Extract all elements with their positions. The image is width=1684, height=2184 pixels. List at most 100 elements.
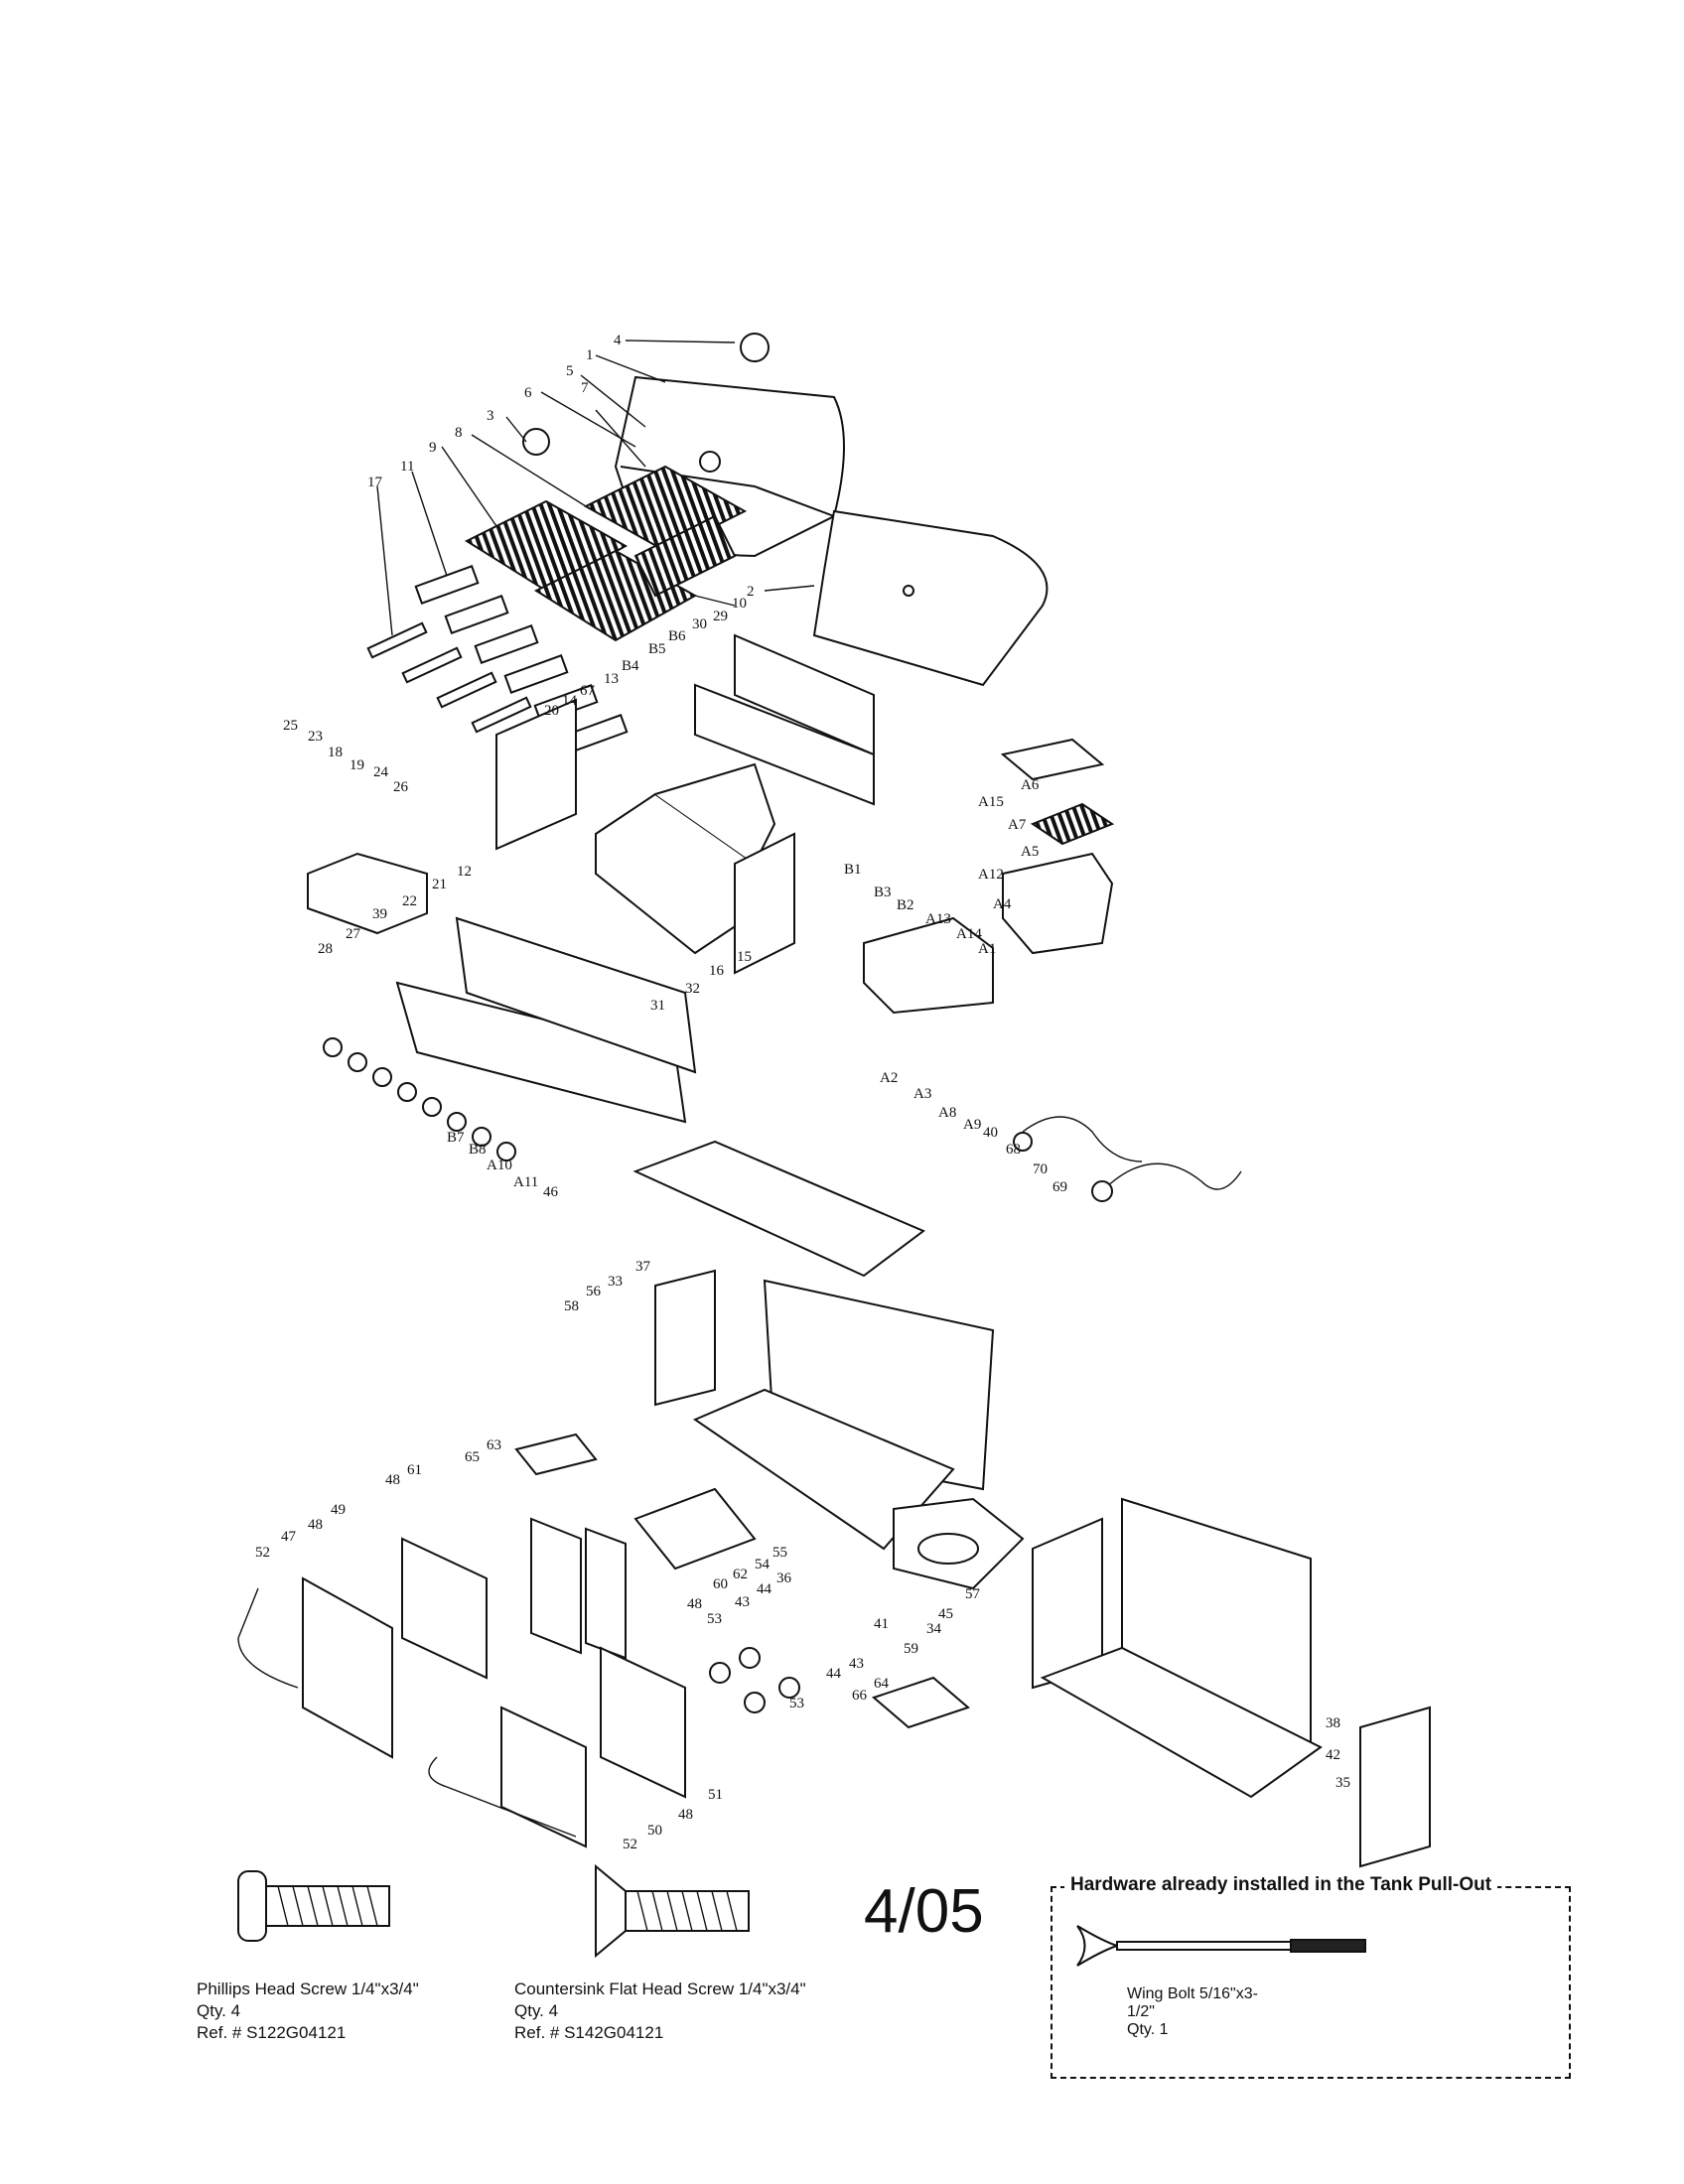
countersink-screw-name: Countersink Flat Head Screw 1/4"x3/4" bbox=[514, 1979, 806, 1998]
callout-A15: A15 bbox=[978, 794, 1004, 810]
countersink-screw-caption: Countersink Flat Head Screw 1/4"x3/4" Qt… bbox=[514, 1979, 806, 2044]
side-burner-box bbox=[863, 852, 1114, 1015]
callout-22: 22 bbox=[402, 893, 417, 909]
wing-bolt-drawing bbox=[1076, 1925, 1366, 1967]
thermometer bbox=[522, 428, 550, 456]
callout-B3: B3 bbox=[874, 885, 892, 900]
callout-3: 3 bbox=[487, 408, 494, 424]
callout-48a: 48 bbox=[385, 1472, 400, 1488]
callout-49: 49 bbox=[331, 1502, 346, 1518]
cart-left-side bbox=[654, 1269, 716, 1407]
callout-52b: 52 bbox=[623, 1837, 637, 1852]
leader-lines bbox=[376, 340, 815, 636]
back-panel bbox=[694, 633, 875, 806]
cart-right-cabinet bbox=[1032, 1497, 1431, 1868]
phillips-screw-ref: Ref. # S122G04121 bbox=[197, 2023, 347, 2042]
casters bbox=[709, 1647, 800, 1713]
callout-65: 65 bbox=[465, 1449, 480, 1465]
callout-62: 62 bbox=[733, 1567, 748, 1582]
callout-64: 64 bbox=[874, 1676, 890, 1692]
phillips-screw-name: Phillips Head Screw 1/4"x3/4" bbox=[197, 1979, 419, 1998]
wing-bolt-caption: Wing Bolt 5/16"x3- 1/2" Qty. 1 bbox=[1127, 1985, 1258, 2039]
callout-B2: B2 bbox=[897, 897, 914, 913]
callout-52a: 52 bbox=[255, 1545, 270, 1561]
cart-doors bbox=[302, 1433, 757, 1848]
cart-bottom-shelf bbox=[692, 1388, 955, 1551]
callout-56: 56 bbox=[586, 1284, 602, 1299]
callout-36: 36 bbox=[776, 1570, 792, 1586]
callout-1: 1 bbox=[586, 347, 594, 363]
callout-25: 25 bbox=[283, 718, 298, 734]
callout-15: 15 bbox=[737, 949, 752, 965]
warming-cover bbox=[307, 852, 428, 935]
callout-48d: 48 bbox=[678, 1807, 693, 1823]
callout-A8: A8 bbox=[938, 1105, 956, 1121]
callout-51: 51 bbox=[708, 1787, 723, 1803]
callout-45: 45 bbox=[938, 1606, 953, 1622]
callout-40: 40 bbox=[983, 1125, 998, 1141]
countersink-screw-ref: Ref. # S142G04121 bbox=[514, 2023, 664, 2042]
hardware-box-title: Hardware already installed in the Tank P… bbox=[1064, 1874, 1498, 1896]
callout-5: 5 bbox=[566, 363, 574, 379]
callout-20: 20 bbox=[544, 703, 559, 719]
callout-18: 18 bbox=[328, 745, 343, 760]
callout-B8: B8 bbox=[469, 1142, 487, 1158]
callout-38: 38 bbox=[1326, 1715, 1340, 1731]
callout-44a: 44 bbox=[757, 1581, 772, 1597]
callout-61: 61 bbox=[407, 1462, 422, 1478]
callout-33: 33 bbox=[608, 1274, 623, 1290]
callout-B6: B6 bbox=[668, 628, 686, 644]
callout-50: 50 bbox=[647, 1823, 662, 1839]
tank-pull-out-hardware-box: Hardware already installed in the Tank P… bbox=[1051, 1874, 1571, 2079]
callout-28: 28 bbox=[318, 941, 333, 957]
callout-A7: A7 bbox=[1008, 817, 1027, 833]
callout-17: 17 bbox=[367, 475, 383, 490]
countersink-screw-drawing bbox=[595, 1863, 750, 1959]
callout-41: 41 bbox=[874, 1616, 889, 1632]
callout-A14: A14 bbox=[956, 926, 982, 942]
tank-pull-out bbox=[893, 1497, 1025, 1590]
callout-37: 37 bbox=[635, 1259, 651, 1275]
callout-A4: A4 bbox=[993, 896, 1012, 912]
callout-59: 59 bbox=[904, 1641, 918, 1657]
callout-48b: 48 bbox=[308, 1517, 323, 1533]
callout-47: 47 bbox=[281, 1529, 297, 1545]
callout-43a: 43 bbox=[735, 1594, 750, 1610]
phillips-screw-qty: Qty. 4 bbox=[197, 2001, 241, 2020]
phillips-screw-caption: Phillips Head Screw 1/4"x3/4" Qty. 4 Ref… bbox=[197, 1979, 419, 2044]
callout-B4: B4 bbox=[622, 658, 639, 674]
callout-31: 31 bbox=[650, 998, 665, 1014]
side-burner-grate bbox=[1000, 738, 1115, 846]
callout-53b: 53 bbox=[789, 1696, 804, 1711]
callout-11: 11 bbox=[400, 459, 414, 475]
callout-12: 12 bbox=[457, 864, 472, 880]
callout-54: 54 bbox=[755, 1557, 771, 1572]
callout-44b: 44 bbox=[826, 1666, 842, 1682]
callout-B1: B1 bbox=[844, 862, 862, 878]
callout-A3: A3 bbox=[913, 1086, 931, 1102]
callout-39: 39 bbox=[372, 906, 387, 922]
cart-small-shelf bbox=[872, 1676, 970, 1729]
drip-tray bbox=[632, 1140, 925, 1278]
control-panel bbox=[395, 916, 697, 1124]
callout-21: 21 bbox=[432, 877, 447, 892]
callout-A10: A10 bbox=[487, 1158, 512, 1173]
callout-23: 23 bbox=[308, 729, 323, 745]
callout-46: 46 bbox=[543, 1184, 559, 1200]
callout-60: 60 bbox=[713, 1576, 728, 1592]
callout-A5: A5 bbox=[1021, 844, 1039, 860]
callout-70: 70 bbox=[1033, 1161, 1048, 1177]
wing-bolt-name-cont: 1/2" bbox=[1127, 2003, 1155, 2020]
callout-10: 10 bbox=[732, 596, 747, 612]
callout-8: 8 bbox=[455, 425, 463, 441]
callout-A11: A11 bbox=[513, 1174, 538, 1190]
wing-bolt-qty: Qty. 1 bbox=[1127, 2021, 1169, 2038]
callout-58: 58 bbox=[564, 1298, 579, 1314]
firebox bbox=[595, 762, 776, 955]
callout-6: 6 bbox=[524, 385, 532, 401]
callout-57: 57 bbox=[965, 1586, 981, 1602]
callout-9: 9 bbox=[429, 440, 437, 456]
callout-48c: 48 bbox=[687, 1596, 702, 1612]
side-panels bbox=[495, 698, 795, 975]
